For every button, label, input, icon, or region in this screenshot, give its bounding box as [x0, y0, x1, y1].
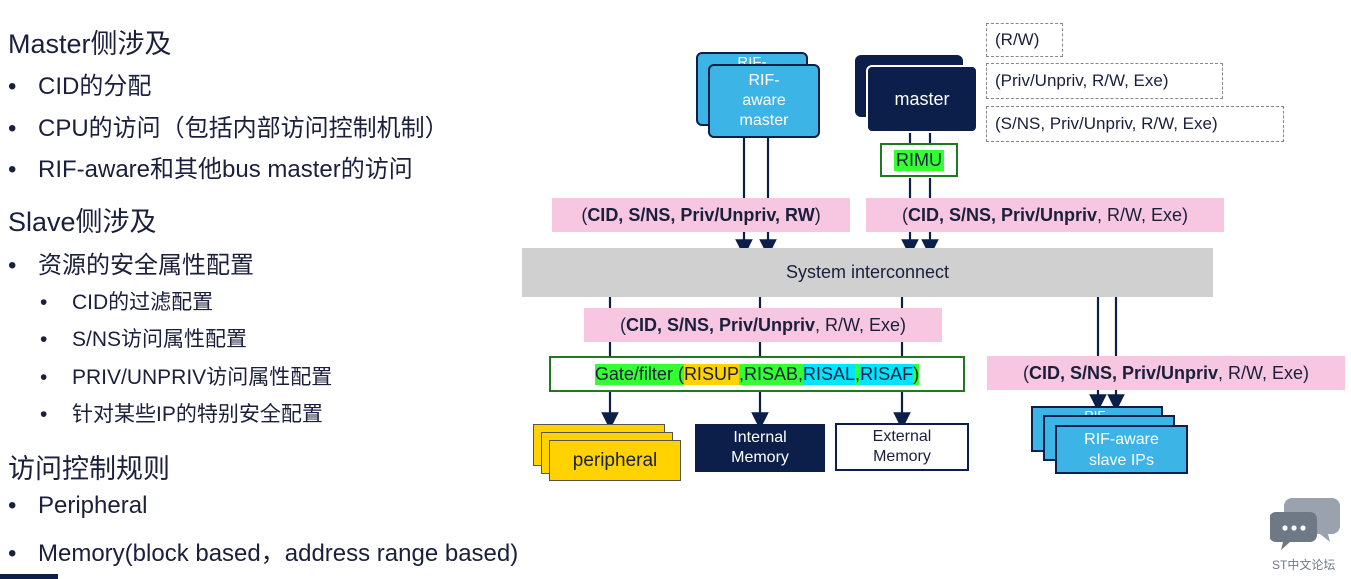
- paren-open: (: [581, 204, 588, 225]
- bullet: •: [8, 73, 17, 100]
- attr-rest: , R/W, Exe: [1218, 362, 1304, 383]
- external-memory-box: External Memory: [835, 423, 969, 471]
- forum-logo: ST中文论坛: [1270, 494, 1344, 574]
- gate-prefix: Gate/filter (: [594, 363, 684, 385]
- slave-subitem-1-text: CID的过滤配置: [72, 291, 214, 314]
- system-interconnect: System interconnect: [522, 248, 1213, 297]
- master-item-1: • CID的分配: [8, 66, 151, 101]
- attr-label-slave: (CID, S/NS, Priv/Unpriv, R/W, Exe): [987, 356, 1345, 390]
- rules-heading: 访问控制规则: [8, 454, 170, 484]
- attr-label-left: (CID, S/NS, Priv/Unpriv, RW): [552, 198, 850, 232]
- gate-suffix: ): [913, 363, 920, 385]
- rimu-label: RIMU: [894, 149, 944, 171]
- rif-aware-slave-ips: RIF-aware slave IPs: [1055, 425, 1188, 474]
- rules-item-2-text: Memory(block based，address range based): [38, 540, 519, 567]
- gate-sep3: ,: [855, 363, 861, 385]
- slave-subitem-1: • CID的过滤配置: [40, 286, 213, 316]
- bullet: •: [8, 252, 17, 279]
- gate-sep2: ,: [798, 363, 804, 385]
- rimu-box: RIMU: [880, 143, 958, 177]
- bullet: •: [40, 366, 48, 389]
- master-item-3-text: RIF-aware和其他bus master的访问: [38, 156, 413, 183]
- legend-sns-priv-rw-exe: (S/NS, Priv/Unpriv, R/W, Exe): [986, 106, 1284, 142]
- bullet: •: [8, 492, 17, 519]
- chat-bubble-icon: [1270, 498, 1340, 550]
- gate-risab: RISAB: [743, 363, 798, 385]
- slave-subitem-3-text: PRIV/UNPRIV访问属性配置: [72, 366, 333, 389]
- watermark-text: ST中文论坛: [1272, 558, 1336, 572]
- gate-risaf: RISAF: [860, 363, 914, 385]
- slave-item: • 资源的安全属性配置: [8, 245, 254, 280]
- gate-risup: RISUP: [683, 363, 739, 385]
- master-item-2-text: CPU的访问（包括内部访问控制机制）: [38, 115, 449, 142]
- slave-subitem-2-text: S/NS访问属性配置: [72, 328, 248, 351]
- rules-item-1: • Peripheral: [8, 492, 147, 520]
- footer-bar: [0, 574, 58, 579]
- attr-mid-bold: CID, S/NS, Priv/Unpriv: [625, 314, 815, 335]
- paren-close: ): [1182, 204, 1189, 225]
- paren-open: (: [901, 204, 908, 225]
- slave-subitem-4-text: 针对某些IP的特别安全配置: [72, 403, 323, 426]
- attr-rest: , R/W, Exe: [1097, 204, 1183, 225]
- slave-item-text: 资源的安全属性配置: [38, 252, 254, 279]
- slave-subitem-3: • PRIV/UNPRIV访问属性配置: [40, 361, 332, 391]
- bullet: •: [40, 291, 48, 314]
- attr-rest: , R/W, Exe: [815, 314, 901, 335]
- attr-left-bold: CID, S/NS, Priv/Unpriv, RW: [587, 204, 815, 225]
- rif-aware-master: RIF- aware master: [708, 64, 820, 138]
- internal-memory-box: Internal Memory: [695, 424, 825, 472]
- master-heading: Master侧涉及: [8, 29, 172, 59]
- gate-filter-box: Gate/filter (RISUP, RISAB, RISAL, RISAF): [549, 356, 965, 392]
- paren-close: ): [1303, 362, 1310, 383]
- master-item-3: • RIF-aware和其他bus master的访问: [8, 149, 413, 184]
- rules-item-2: • Memory(block based，address range based): [8, 533, 518, 568]
- paren-open: (: [1022, 362, 1029, 383]
- attr-label-right: (CID, S/NS, Priv/Unpriv, R/W, Exe): [866, 198, 1224, 232]
- bullet: •: [40, 403, 48, 426]
- paren-open: (: [619, 314, 626, 335]
- rules-item-1-text: Peripheral: [38, 492, 148, 519]
- bullet: •: [40, 328, 48, 351]
- master-box: master: [866, 65, 978, 133]
- attr-label-mid: (CID, S/NS, Priv/Unpriv, R/W, Exe): [584, 308, 942, 342]
- gate-sep1: ,: [738, 363, 744, 385]
- attr-right-bold: CID, S/NS, Priv/Unpriv: [907, 204, 1097, 225]
- slave-heading: Slave侧涉及: [8, 207, 157, 237]
- legend-rw: (R/W): [986, 23, 1063, 57]
- paren-close: ): [900, 314, 907, 335]
- slave-subitem-2: • S/NS访问属性配置: [40, 323, 247, 353]
- gate-risal: RISAL: [803, 363, 856, 385]
- master-item-1-text: CID的分配: [38, 73, 152, 100]
- legend-priv-rw-exe: (Priv/Unpriv, R/W, Exe): [986, 63, 1223, 99]
- bullet: •: [8, 115, 17, 142]
- bullet: •: [8, 540, 17, 567]
- peripheral-box: peripheral: [549, 440, 681, 481]
- attr-slave-bold: CID, S/NS, Priv/Unpriv: [1028, 362, 1218, 383]
- master-item-2: • CPU的访问（包括内部访问控制机制）: [8, 108, 449, 143]
- slave-subitem-4: • 针对某些IP的特别安全配置: [40, 398, 323, 428]
- bullet: •: [8, 156, 17, 183]
- paren-close: ): [814, 204, 821, 225]
